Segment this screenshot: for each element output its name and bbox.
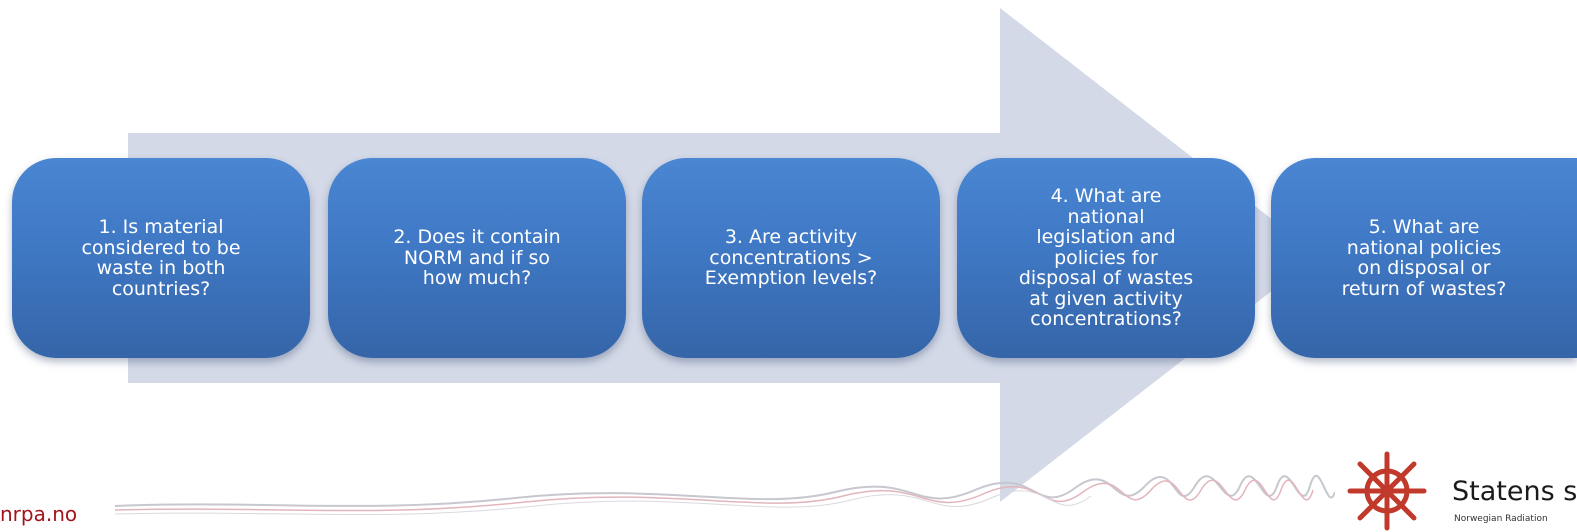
step-2-text: 2. Does it contain NORM and if so how mu… [393, 226, 561, 290]
step-5-text: 5. What are national policies on disposa… [1341, 216, 1507, 300]
logo-title: Statens st [1452, 476, 1577, 507]
step-box-1: 1. Is material considered to be waste in… [12, 158, 310, 358]
step-box-5: 5. What are national policies on disposa… [1271, 158, 1577, 358]
step-box-4: 4. What are national legislation and pol… [957, 158, 1255, 358]
logo-subtitle: Norwegian Radiation [1454, 514, 1548, 524]
step-1-text: 1. Is material considered to be waste in… [81, 216, 241, 300]
step-4-text: 4. What are national legislation and pol… [1018, 185, 1194, 331]
wave-line-2 [115, 479, 1314, 512]
footer-url: nrpa.no [0, 502, 78, 526]
step-box-2: 2. Does it contain NORM and if so how mu… [328, 158, 626, 358]
decorative-wave [115, 474, 1335, 516]
step-box-3: 3. Are activity concentrations > Exempti… [642, 158, 940, 358]
nrpa-logo-icon [1347, 451, 1427, 531]
wave-line-1 [115, 474, 1335, 507]
wave-line-3 [115, 490, 1092, 516]
step-3-text: 3. Are activity concentrations > Exempti… [704, 226, 878, 290]
